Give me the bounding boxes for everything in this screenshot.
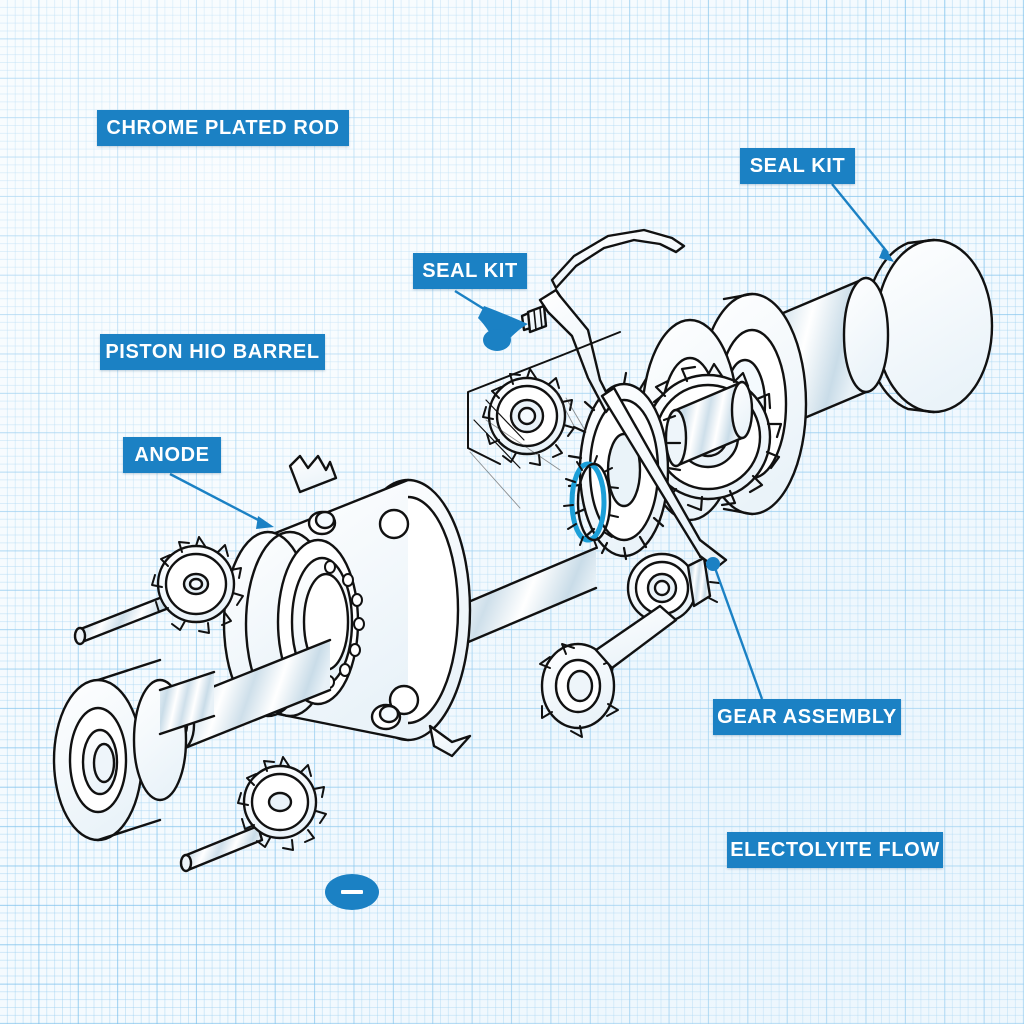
- impeller-hub-lower: [539, 604, 678, 738]
- leader-gear-assembly: [706, 557, 764, 700]
- callout-seal-kit-center[interactable]: SEAL KIT: [413, 253, 527, 289]
- callout-seal-kit-top-right[interactable]: SEAL KIT: [740, 148, 855, 184]
- left-end-pulley: [52, 658, 216, 842]
- minus-icon-button[interactable]: [325, 874, 379, 910]
- leader-seal-kit-center: [454, 289, 528, 351]
- linkage-bracket: [520, 288, 728, 570]
- callout-gear-assembly[interactable]: GEAR ASSEMBLY: [713, 699, 901, 735]
- callout-label-text: GEAR ASSEMBLY: [717, 706, 897, 728]
- gear-pin-upper-left: [73, 536, 244, 646]
- callout-label-text: SEAL KIT: [749, 155, 846, 177]
- callout-anode[interactable]: ANODE: [123, 437, 221, 473]
- seal-ring-highlight: [563, 455, 619, 549]
- callout-label-text: PISTON HIO BARREL: [105, 341, 320, 363]
- rear-housing-plate: [467, 331, 621, 469]
- gear-hub-barrel: [664, 380, 754, 468]
- callout-piston-hio-barrel[interactable]: PISTON HIO BARREL: [100, 334, 325, 370]
- leader-anode: [169, 472, 274, 529]
- gear-collar-lower-center: [626, 548, 720, 624]
- hooked-rod-top: [550, 228, 686, 290]
- callout-label-text: ANODE: [134, 444, 210, 466]
- gear-pin-lower-left: [179, 756, 327, 873]
- leader-seal-kit-top-right: [831, 183, 894, 262]
- callout-chrome-plated-rod[interactable]: CHROME PLATED ROD: [97, 110, 349, 146]
- callout-label-text: ELECTOLYITE FLOW: [730, 839, 940, 861]
- callout-electolyite-flow[interactable]: ELECTOLYITE FLOW: [727, 832, 943, 868]
- callout-label-text: CHROME PLATED ROD: [106, 117, 340, 139]
- minus-icon: [341, 890, 363, 894]
- callout-label-text: SEAL KIT: [422, 260, 518, 282]
